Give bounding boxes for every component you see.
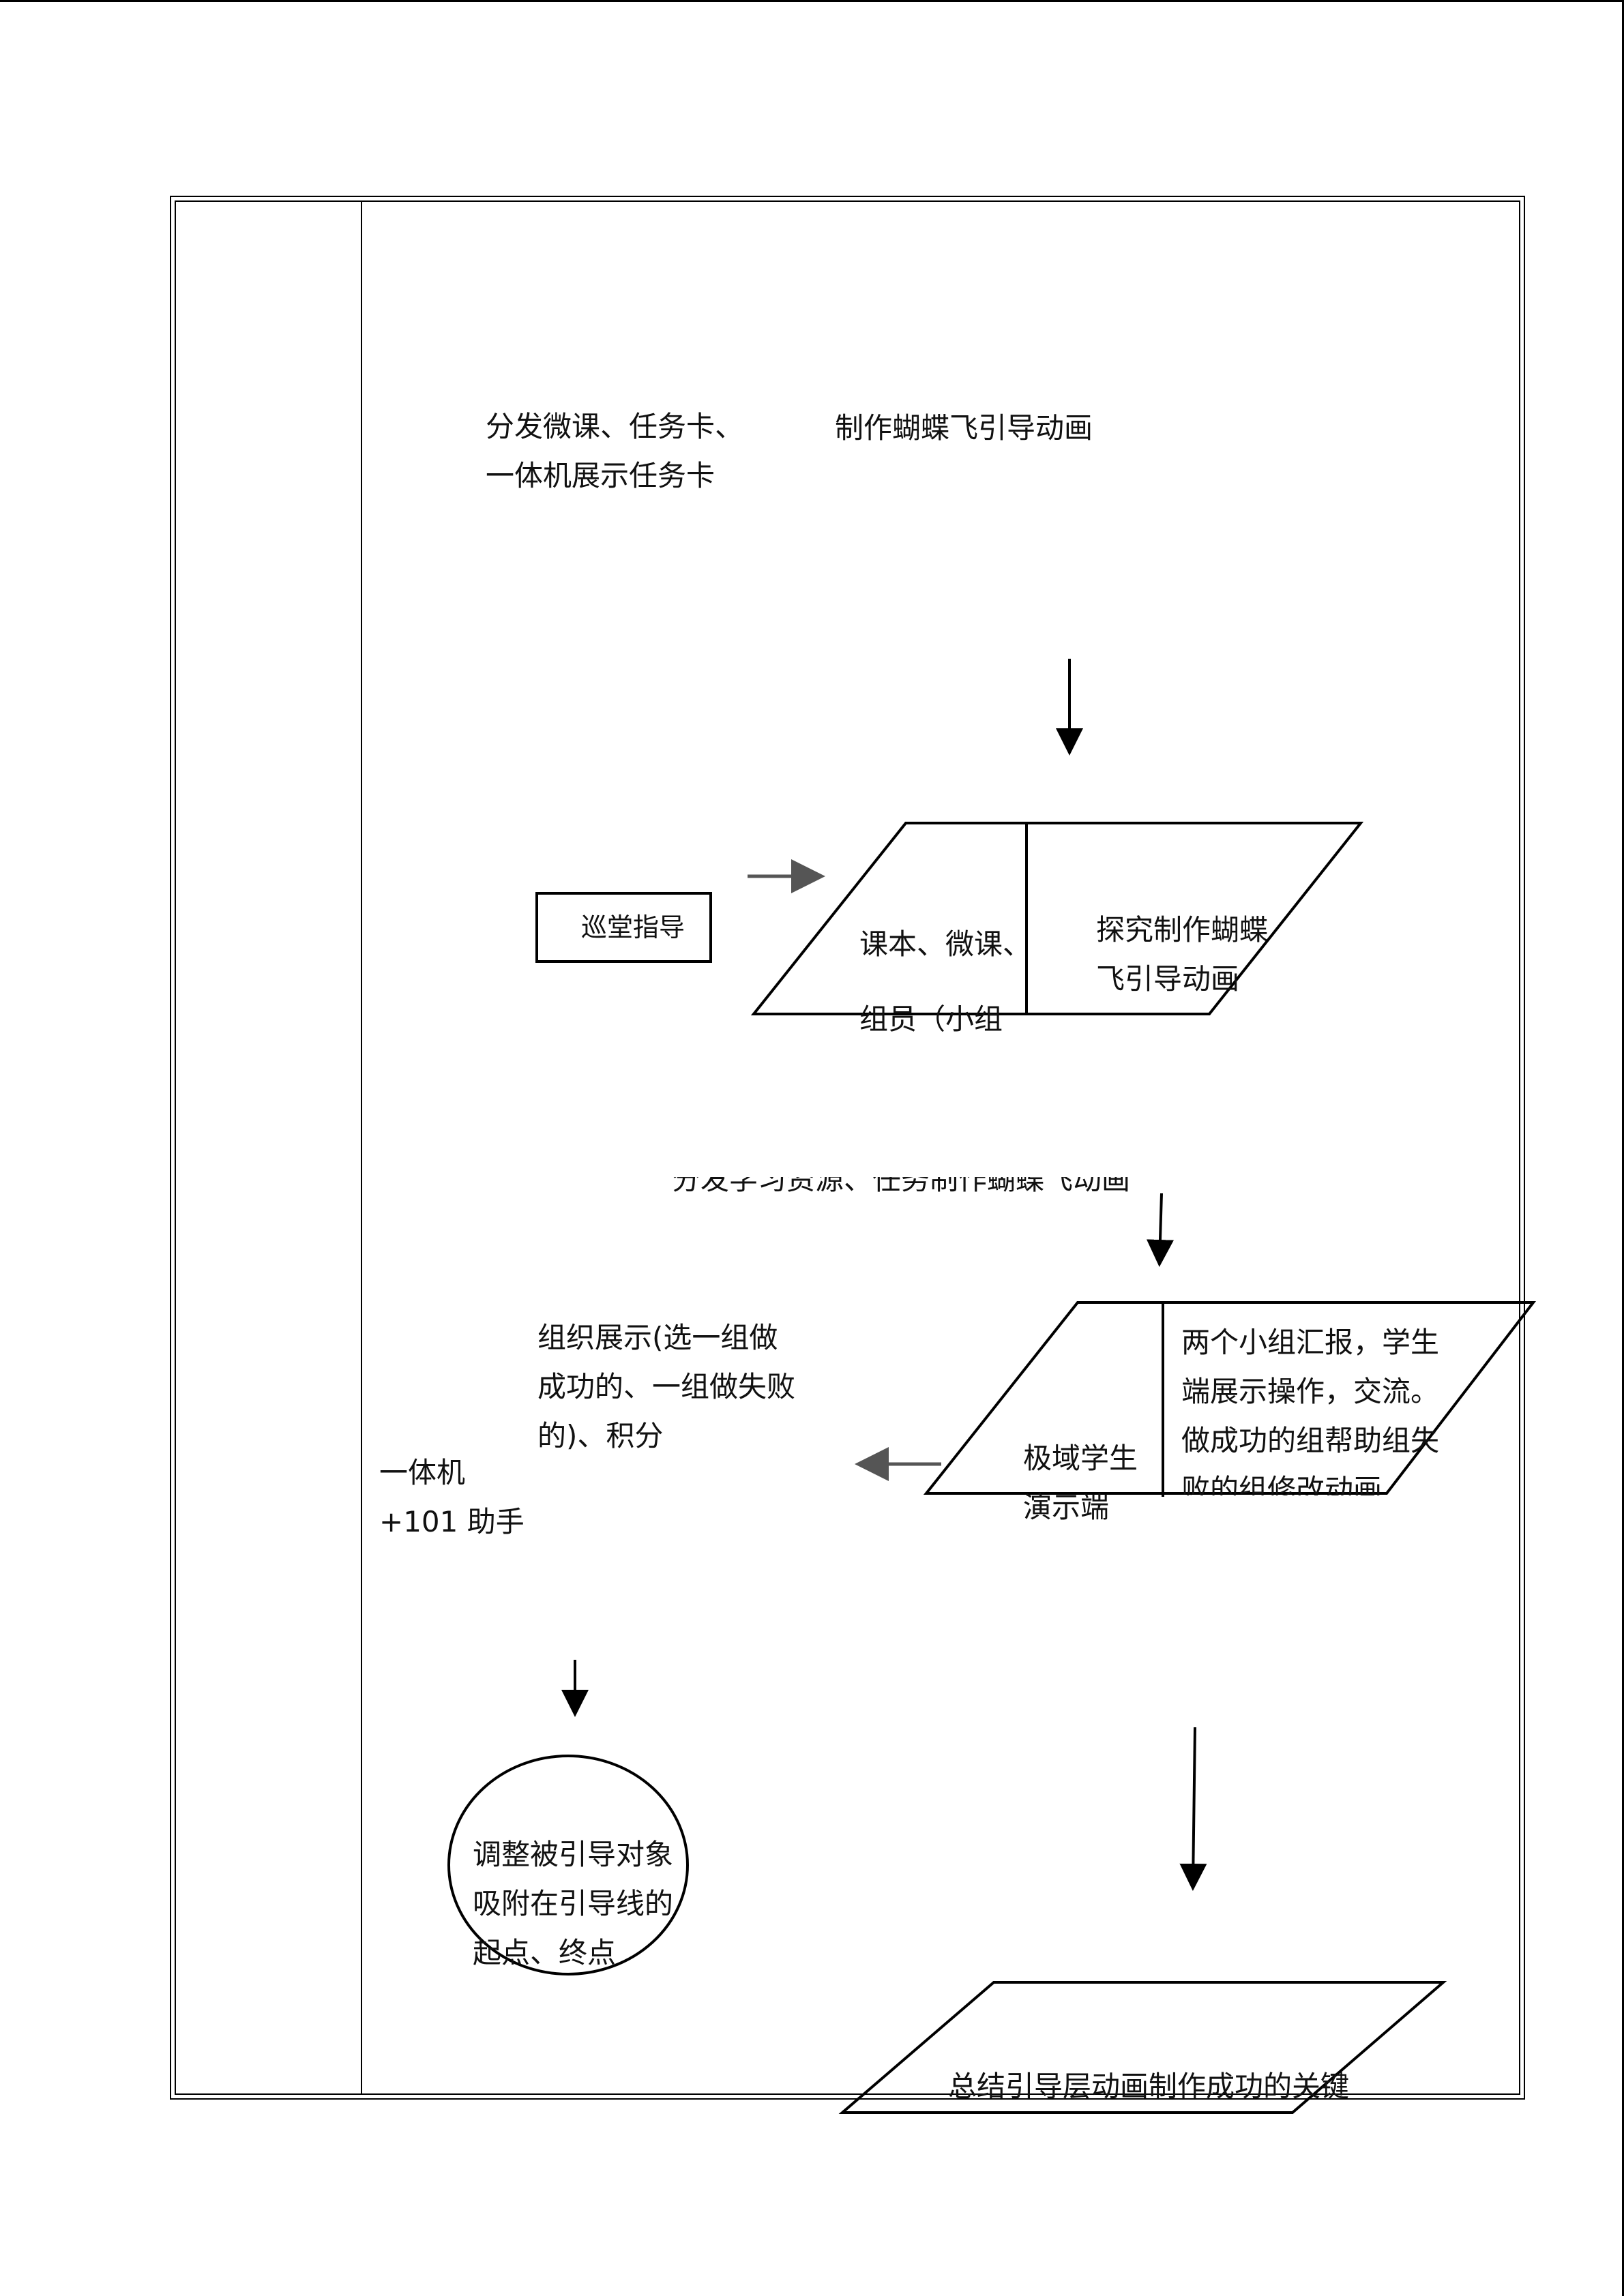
clipped-caption: 分发学习资源、任务制作蝴蝶飞动画 (672, 1177, 1131, 1196)
parallelogram-report-right-text: 两个小组汇报，学生 端展示操作，交流。 做成功的组帮助组失 败的组修改动画 (1181, 1326, 1440, 1495)
parallelogram-explore (750, 822, 1364, 1015)
summary-text: 总结引导层动画制作成功的关键 (948, 2070, 1350, 2103)
patrol-box (535, 892, 712, 963)
make-animation-text: 制作蝴蝶飞引导动画 (835, 411, 1093, 445)
parallelogram-report (923, 1301, 1537, 1495)
parallelogram-explore-left-text: 课本、微课、 组员（小组 (859, 927, 1032, 1036)
organize-text: 组织展示(选一组做 成功的、一组做失败 的)、积分 (537, 1321, 796, 1452)
parallelogram-summary (838, 1981, 1447, 2114)
device-text: 一体机 +101 助手 (379, 1456, 525, 1538)
page-top-border (0, 0, 1624, 2)
parallelogram-report-left-text: 极域学生 演示端 (1023, 1442, 1138, 1524)
arrow-down-2 (1146, 1193, 1174, 1267)
table-inner-border (175, 200, 1520, 2095)
clipped-caption-wrap: 分发学习资源、任务制作蝴蝶飞动画 (672, 1177, 1149, 1197)
circle-adjust (447, 1755, 689, 1976)
parallelogram-report-right-wrap: 两个小组汇报，学生 端展示操作，交流。 做成功的组帮助组失 败的组修改动画 (1181, 1318, 1468, 1495)
distribute-text: 分发微课、任务卡、 一体机展示任务卡 (486, 410, 744, 492)
patrol-label: 巡堂指导 (581, 912, 685, 942)
arrow-down-4 (1179, 1727, 1207, 1891)
circle-text: 调整被引导对象 吸附在引导线的 起点、终点 (473, 1838, 674, 1969)
page-right-border (1622, 0, 1624, 2296)
table-outer-border (170, 196, 1525, 2100)
parallelogram-explore-right-text: 探究制作蝴蝶 飞引导动画 (1096, 913, 1269, 996)
